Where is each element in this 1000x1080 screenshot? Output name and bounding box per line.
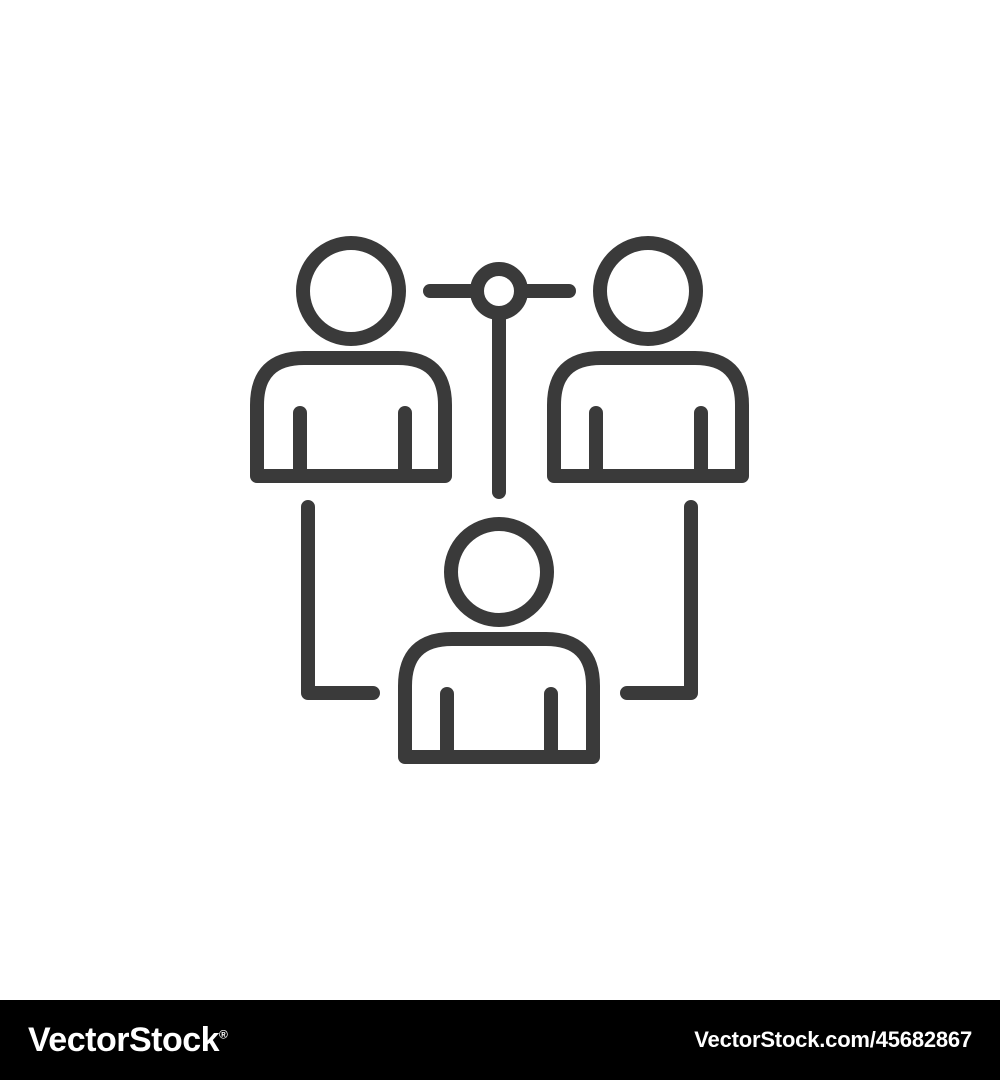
person-bottom-icon (398, 517, 600, 764)
brand-logo-text: VectorStock® (28, 1020, 228, 1059)
registered-mark: ® (219, 1027, 228, 1042)
stock-id-text: VectorStock.com/45682867 (694, 1027, 972, 1052)
team-network-icon (250, 236, 749, 764)
person-right-icon (547, 236, 749, 483)
watermark-footer: VectorStock® VectorStock.com/45682867 (0, 1000, 1000, 1080)
connector-left-line (301, 500, 380, 700)
connector-right-line (620, 500, 698, 700)
icon-area (250, 236, 749, 764)
person-left-icon (250, 236, 452, 483)
connector-node-icon (423, 262, 576, 499)
